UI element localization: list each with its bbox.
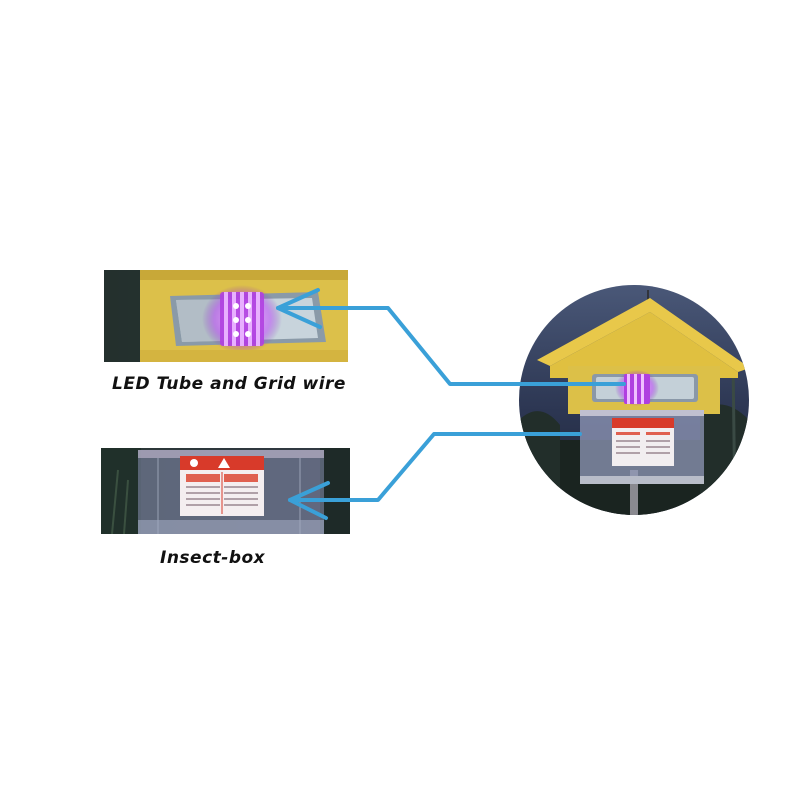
- led-tube-closeup-photo: [104, 270, 348, 362]
- full-device-photo: [519, 285, 749, 515]
- high-voltage-icon: [190, 459, 198, 467]
- uv-lamp-icon: [624, 374, 650, 404]
- arrow-led-tube: [276, 288, 626, 386]
- led-tube-icon: [220, 292, 264, 346]
- insect-box-caption: Insect-box: [160, 548, 266, 568]
- warning-placard: [180, 456, 264, 516]
- warning-triangle-icon: [218, 458, 230, 468]
- arrow-insect-box: [288, 432, 582, 520]
- led-tube-caption: LED Tube and Grid wire: [112, 374, 346, 394]
